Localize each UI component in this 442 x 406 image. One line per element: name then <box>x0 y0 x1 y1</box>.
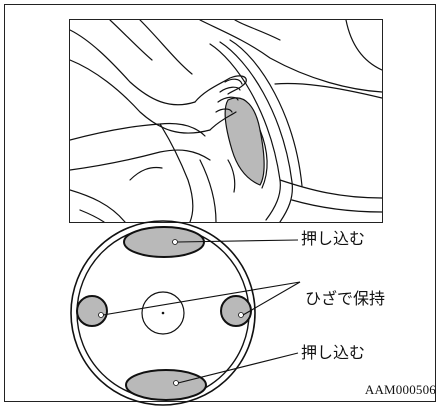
center-circle <box>141 291 185 335</box>
label-hold-with-knees: ひざで保持 <box>305 289 386 308</box>
leader-line-top <box>177 239 299 243</box>
leader-line-left <box>102 281 301 316</box>
label-push-top: 押し込む <box>301 229 366 248</box>
cover-outer-ring <box>70 220 256 406</box>
knee-hold-right <box>220 295 252 327</box>
center-dot <box>161 311 165 315</box>
push-point-bottom <box>125 369 207 401</box>
knee-hold-left <box>76 295 108 327</box>
label-push-bottom: 押し込む <box>301 343 366 362</box>
figure-frame <box>4 4 436 402</box>
hands-pressing-cover-drawing <box>70 20 382 222</box>
leader-line-bottom <box>177 352 299 384</box>
leader-line-right <box>242 281 301 316</box>
document-code: AAM000506 <box>364 382 436 397</box>
installation-illustration <box>69 19 383 223</box>
